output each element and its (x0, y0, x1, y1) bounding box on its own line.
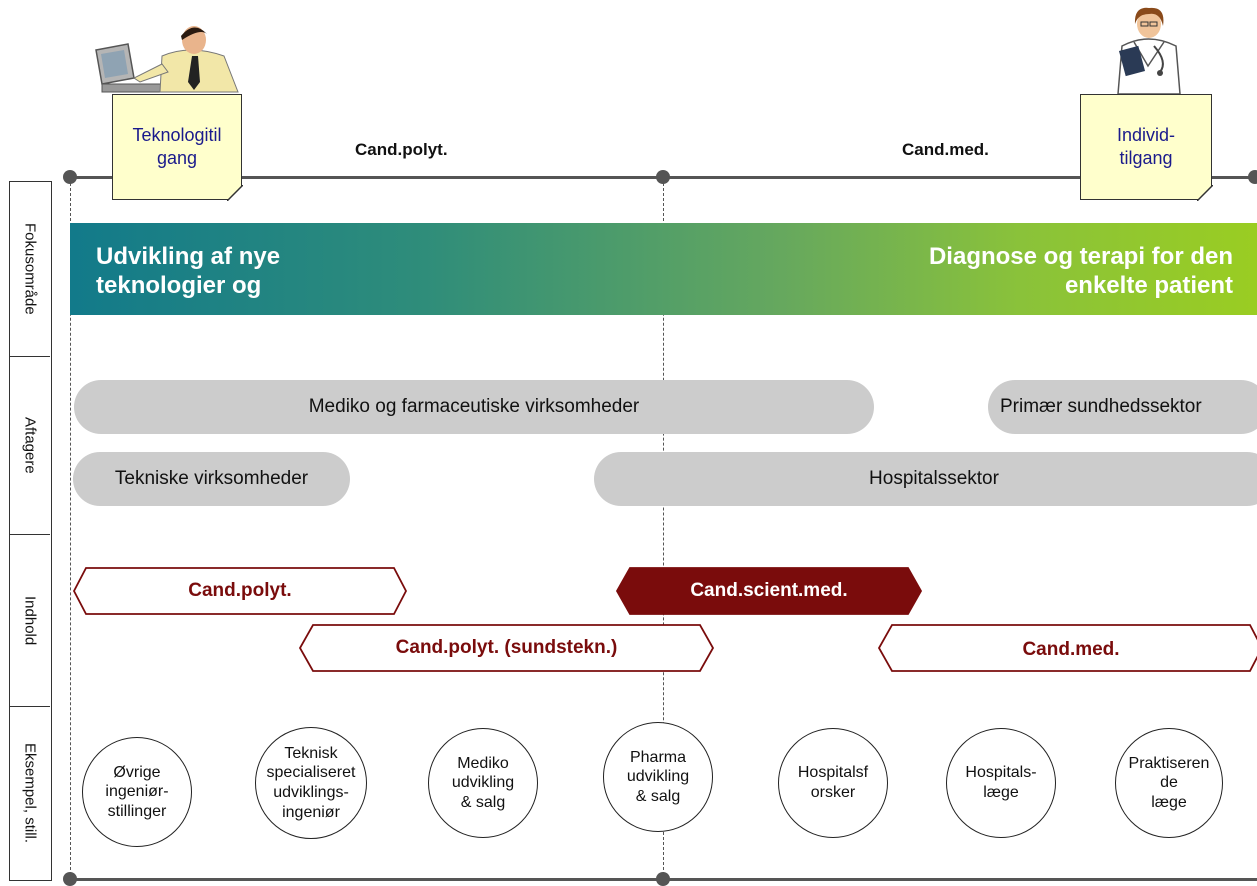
bottom-axis-dot-left (63, 872, 77, 886)
side-cell-eksempel: Eksempel, still. (10, 707, 50, 879)
pill-mediko: Mediko og farmaceutiske virksomheder (74, 380, 874, 434)
side-cell-fokusomraade: Fokusområde (10, 182, 50, 357)
pill-tekniske: Tekniske virksomheder (73, 452, 350, 506)
dashed-guide-left (70, 183, 71, 875)
top-label-cand-med: Cand.med. (902, 140, 989, 159)
circle-praktiserende-laege: Praktiseren de læge (1115, 728, 1223, 838)
focus-right-text: Diagnose og terapi for den enkelte patie… (928, 243, 1233, 299)
note-individtilgang: Individ- tilgang (1080, 94, 1213, 201)
bottom-axis-dot-mid (656, 872, 670, 886)
engineer-at-computer-icon (95, 26, 239, 93)
side-label-fokusomraade: Fokusområde (21, 223, 39, 315)
note-fold-icon (227, 185, 243, 201)
dashed-guide-mid (663, 183, 664, 875)
top-axis-dot-left (63, 170, 77, 184)
pill-hospital: Hospitalssektor (594, 452, 1257, 506)
side-label-indhold: Indhold (21, 595, 39, 646)
hex-cand-scient-med: Cand.scient.med. (690, 580, 848, 601)
circle-oevrige-ingenioer: Øvrige ingeniør- stillinger (82, 737, 192, 847)
top-axis-dot-right (1248, 170, 1257, 184)
top-axis-dot-mid (656, 170, 670, 184)
side-cell-aftagere: Aftagere (10, 357, 50, 535)
circle-hospitalslaege: Hospitals- læge (946, 728, 1056, 838)
hex-cand-med: Cand.med. (1022, 639, 1120, 660)
circle-pharma-udvikling: Pharma udvikling & salg (603, 722, 713, 832)
side-column: Fokusområde Aftagere Indhold Eksempel, s… (9, 181, 52, 881)
hex-cand-polyt-sundstekn: Cand.polyt. (sundstekn.) (395, 637, 618, 658)
hex-cand-polyt: Cand.polyt. (188, 580, 292, 601)
side-label-aftagere: Aftagere (21, 417, 39, 474)
pill-primaer: Primær sundhedssektor (988, 380, 1257, 434)
focus-left-text: Udvikling af nye teknologier og (96, 243, 281, 299)
circle-teknisk-specialiseret: Teknisk specialiseret udviklings- ingeni… (255, 727, 367, 839)
note-teknologitilgang-text: Teknologitil gang (132, 124, 222, 168)
focus-band: Udvikling af nye teknologier og Diagnose… (70, 223, 1257, 315)
note-fold-icon (1197, 185, 1213, 201)
note-individtilgang-text: Individ- tilgang (1116, 124, 1176, 168)
note-teknologitilgang: Teknologitil gang (112, 94, 243, 201)
circle-hospitalsforsker: Hospitalsf orsker (778, 728, 888, 838)
top-label-cand-polyt: Cand.polyt. (355, 140, 448, 159)
side-label-eksempel: Eksempel, still. (21, 742, 39, 844)
side-cell-indhold: Indhold (10, 535, 50, 707)
doctor-icon (1117, 7, 1181, 94)
circle-mediko-udvikling: Mediko udvikling & salg (428, 728, 538, 838)
